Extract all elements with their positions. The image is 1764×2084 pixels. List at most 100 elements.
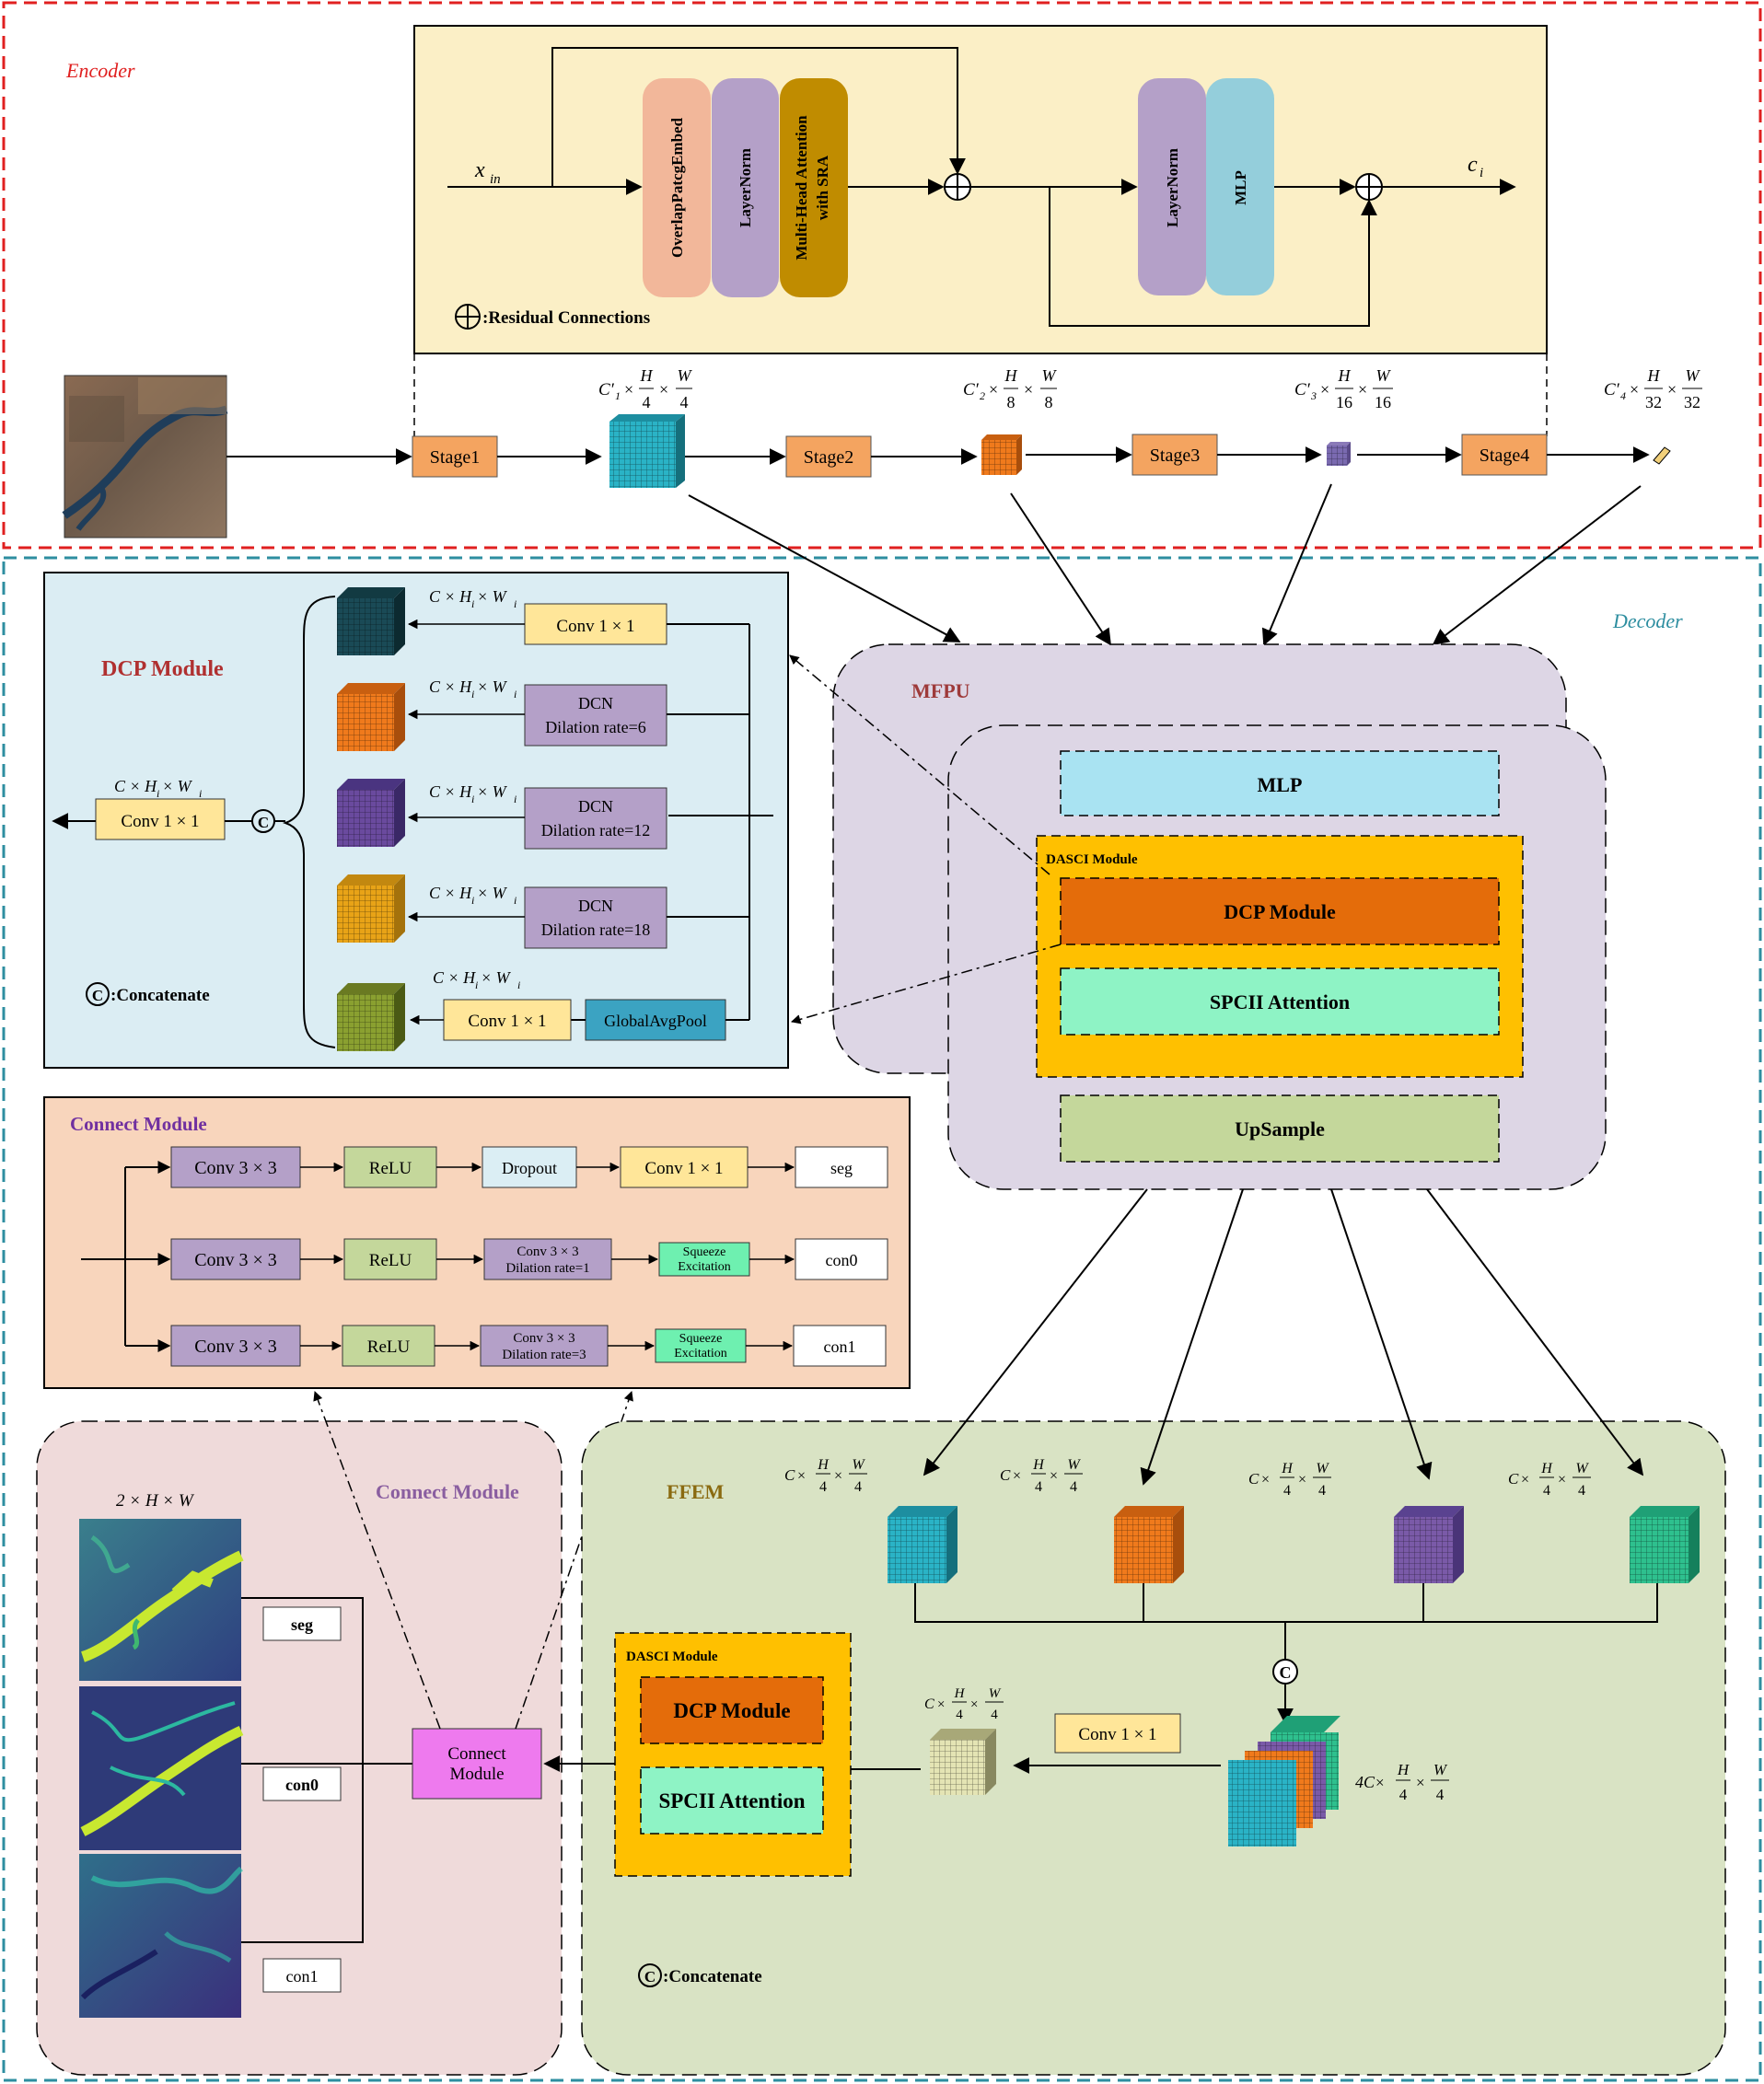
dcp-b3-dim: C × H i × W i [429, 782, 516, 805]
connect-r3-out [793, 1325, 887, 1367]
svg-text:4: 4 [1318, 1483, 1326, 1499]
connect-module-block-l2: Module [449, 1765, 504, 1784]
svg-text:×: × [1024, 380, 1033, 399]
ci-sub: i [1480, 166, 1483, 180]
svg-text:×: × [1630, 380, 1639, 399]
c2-to-mfpu-arrow [1010, 492, 1111, 646]
connect-r1-relu-label: ReLU [369, 1159, 412, 1178]
dcp-module-title: DCP Module [101, 657, 224, 681]
connect-panel-title: Connect Module [376, 1480, 519, 1503]
mfpu-dasci-label: DASCI Module [1046, 852, 1138, 867]
ffem-concat-dim: 4C × H 4 × W 4 [1355, 1761, 1449, 1803]
stage1-label: Stage1 [430, 447, 480, 468]
ffem-concat-cube [1228, 1716, 1340, 1847]
ffem-cube-1 [888, 1506, 957, 1583]
svg-text:× W: × W [477, 587, 508, 606]
svg-text:4: 4 [1035, 1479, 1042, 1495]
connect-r3-se-l1: Squeeze [679, 1332, 723, 1346]
connect-r1-relu [343, 1146, 437, 1188]
svg-text:× W: × W [477, 677, 508, 696]
mfpu-to-dcp-link-bottom [790, 944, 1062, 1025]
svg-text:× W: × W [477, 884, 508, 902]
ffem-conv-label: Conv 1 × 1 [1078, 1725, 1156, 1744]
svg-text:1: 1 [615, 389, 621, 402]
svg-text:H: H [817, 1457, 830, 1473]
svg-text:i: i [517, 978, 520, 991]
residual-path-2 [1049, 187, 1377, 327]
mfpu-to-ffem-arrow-3 [1330, 1188, 1433, 1480]
mfpu-spcii-block [1060, 967, 1500, 1036]
dcp-branch2-label2: Dilation rate=6 [545, 718, 646, 736]
add-icon-1 [944, 173, 971, 201]
dcp-cube-5 [337, 983, 405, 1051]
output-map-seg [79, 1519, 244, 1681]
svg-text:×: × [1667, 380, 1677, 399]
svg-text:16: 16 [1375, 393, 1391, 411]
dcp-out-dim: C × H i × W i [114, 777, 202, 800]
svg-text:4: 4 [643, 393, 651, 411]
mfpu-upsample-label: UpSample [1235, 1117, 1325, 1140]
connect-r1-conv-label: Conv 3 × 3 [194, 1158, 277, 1178]
dcp-b1-dim: C × H i × W i [429, 587, 516, 610]
c3-to-mfpu-arrow [1261, 483, 1332, 646]
svg-text:C: C [1000, 1466, 1011, 1484]
svg-text:4: 4 [956, 1708, 963, 1722]
svg-text:W: W [1376, 366, 1392, 385]
svg-text:4: 4 [1620, 389, 1626, 402]
dcp-branch3-label1: DCN [578, 797, 613, 816]
encoder-label: Encoder [65, 59, 135, 82]
decoder-frame [2, 556, 1762, 2082]
connect-r1-last-label: Conv 1 × 1 [644, 1159, 723, 1178]
connect-r3-conv-label: Conv 3 × 3 [194, 1337, 277, 1357]
svg-text:C: C [644, 1968, 656, 1986]
connect-r3-conv2-l2: Dilation rate=3 [502, 1348, 586, 1362]
dcp-cube-3 [337, 779, 405, 847]
stage3-block [1132, 434, 1218, 476]
dcp-cube-1 [337, 587, 405, 655]
svg-text:×: × [1298, 1472, 1306, 1488]
svg-text:i: i [514, 597, 516, 610]
svg-text:×: × [1375, 1774, 1385, 1791]
layernorm-label-2: LayerNorm [1164, 148, 1181, 227]
mfpu-to-ffem-arrow-4 [1426, 1188, 1644, 1476]
residual-legend-text: :Residual Connections [482, 308, 650, 328]
dcp-branch4-label2: Dilation rate=18 [541, 920, 651, 939]
ffem-dcp-label: DCP Module [673, 1699, 790, 1722]
svg-text:×: × [970, 1697, 978, 1712]
connect-out-seg-box [262, 1606, 342, 1641]
ffem-spcii-label: SPCII Attention [658, 1789, 805, 1812]
input-satellite-image [62, 375, 228, 538]
dcp-branch3-dcn [524, 787, 667, 850]
dcp-b4-dim: C × H i × W i [429, 884, 516, 907]
dcp-b2-dim: C × H i × W i [429, 677, 516, 700]
mfpu-mlp-label: MLP [1258, 773, 1303, 796]
mha-block [780, 78, 848, 297]
connect-panel-dim: 2 × H × W [116, 1491, 195, 1511]
svg-text:H: H [640, 366, 654, 385]
svg-text:4: 4 [1578, 1483, 1585, 1499]
connect-r3-se-l2: Excitation [674, 1347, 727, 1360]
svg-text:H: H [1032, 1457, 1045, 1473]
ffem-dim-3: C × H 4 × W 4 [1248, 1461, 1331, 1499]
svg-text:4: 4 [991, 1708, 998, 1722]
svg-text:W: W [1686, 366, 1701, 385]
svg-text:i: i [157, 787, 159, 800]
connect-r1-last [620, 1146, 749, 1188]
mfpu-dcp-label: DCP Module [1224, 900, 1336, 923]
svg-text:C: C [258, 814, 269, 831]
connect-r2-relu-label: ReLU [369, 1251, 412, 1270]
connect-r2-out [795, 1238, 888, 1280]
svg-text:× W: × W [481, 968, 512, 987]
svg-text:W: W [989, 1686, 1002, 1701]
connect-out-con1-label: con1 [286, 1967, 319, 1986]
svg-text:i: i [471, 793, 474, 805]
layernorm-label-1: LayerNorm [737, 148, 754, 227]
svg-text:8: 8 [1007, 393, 1015, 411]
svg-text:W: W [1433, 1761, 1448, 1778]
connect-module-block [412, 1728, 542, 1800]
svg-text:W: W [678, 366, 693, 385]
connect-r3-se [655, 1328, 747, 1363]
mfpu-to-ffem-arrow-2 [1140, 1188, 1244, 1486]
connect-out-con0-box [262, 1766, 342, 1801]
dcp-concat-legend-text: :Concatenate [110, 986, 210, 1005]
